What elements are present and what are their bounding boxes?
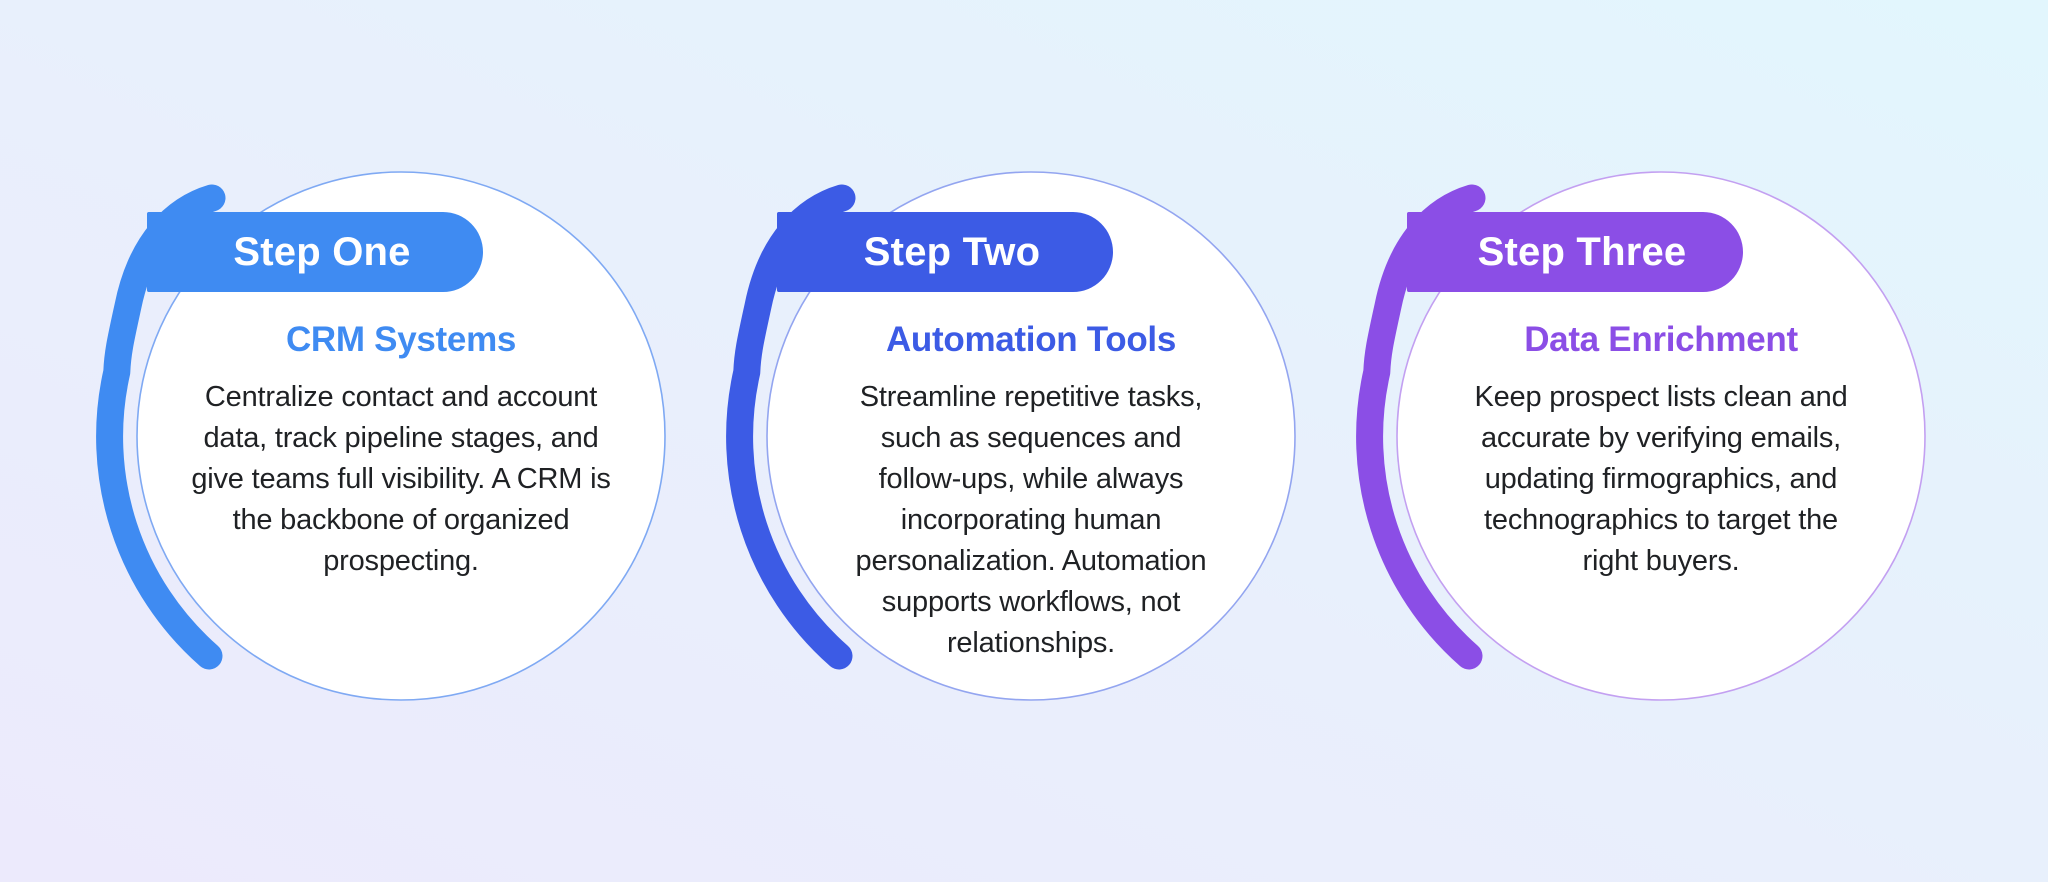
card-description: Centralize contact and account data, tra… xyxy=(191,381,611,577)
step-card-two: Step Two Automation Tools Streamline rep… xyxy=(721,106,1341,726)
step-pill: Step Two xyxy=(777,212,1113,292)
step-pill: Step One xyxy=(147,212,483,292)
circle-outline xyxy=(1396,171,1926,701)
card-title: CRM Systems xyxy=(285,320,517,359)
step-pill-label: Step Three xyxy=(1477,229,1687,274)
card-title: Data Enrichment xyxy=(1524,320,1798,359)
step-card-three: Step Three Data Enrichment Keep prospect… xyxy=(1351,106,1971,726)
circle-outline xyxy=(136,171,666,701)
card-title: Automation Tools xyxy=(885,320,1177,359)
step-card-one: Step One CRM Systems Centralize contact … xyxy=(91,106,711,726)
card-description: Streamline repetitive tasks, such as seq… xyxy=(855,381,1207,659)
circle-outline xyxy=(766,171,1296,701)
card-description: Keep prospect lists clean and accurate b… xyxy=(1474,381,1848,577)
step-pill-label: Step One xyxy=(233,229,411,274)
step-pill-label: Step Two xyxy=(863,229,1041,274)
step-pill: Step Three xyxy=(1407,212,1743,292)
